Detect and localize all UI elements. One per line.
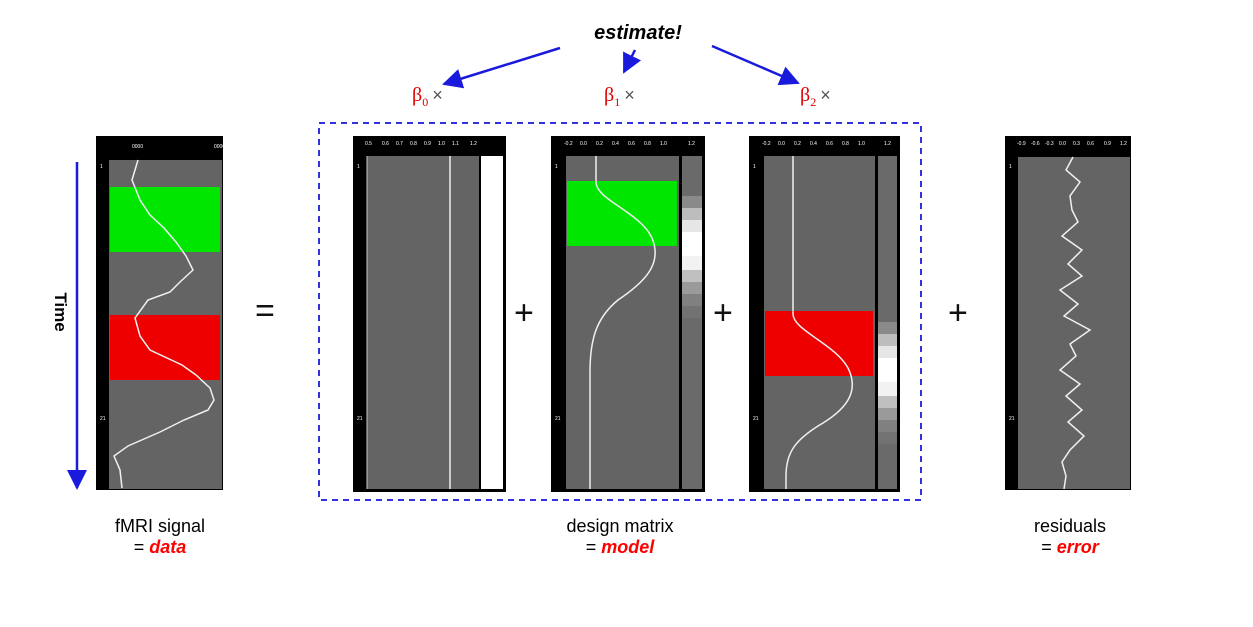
svg-text:-0.2: -0.2 (564, 141, 573, 147)
svg-text:1: 1 (100, 164, 103, 170)
regressor-curve (589, 156, 656, 489)
design-image-strip (878, 156, 897, 489)
regressor-curve (785, 156, 853, 489)
svg-text:21: 21 (357, 416, 363, 422)
svg-text:1.0: 1.0 (660, 141, 667, 147)
svg-text:0.2: 0.2 (794, 141, 801, 147)
red-block (765, 311, 873, 376)
svg-text:0.5: 0.5 (365, 141, 372, 147)
residuals-caption-emphasis: error (1056, 537, 1099, 557)
svg-text:0.3: 0.3 (1073, 141, 1080, 147)
fmri-caption-emphasis: data (149, 537, 187, 557)
residuals-caption: residuals = error (1000, 516, 1140, 558)
svg-text:0.8: 0.8 (410, 141, 417, 147)
beta-2-sub: 2 (810, 95, 817, 109)
svg-text:0.4: 0.4 (810, 141, 817, 147)
design-image-strip (682, 156, 702, 489)
design-column-1: -0.2 0.0 0.2 0.4 0.6 0.8 1.0 1.2 1 21 (551, 136, 705, 492)
time-label: Time (51, 292, 70, 332)
svg-text:21: 21 (753, 416, 759, 422)
svg-text:1.0: 1.0 (858, 141, 865, 147)
svg-text:-0.6: -0.6 (1031, 141, 1040, 147)
beta-2-times: × (820, 85, 831, 105)
svg-text:1: 1 (1009, 164, 1012, 170)
beta-1-sub: 1 (614, 95, 621, 109)
svg-text:0.6: 0.6 (628, 141, 635, 147)
svg-text:-0.2: -0.2 (762, 141, 771, 147)
fmri-ticks: 0000 0000 1 21 (100, 144, 225, 422)
fmri-caption-line1: fMRI signal (114, 516, 206, 536)
svg-text:0000: 0000 (132, 144, 143, 150)
beta-0-symbol: β (412, 84, 423, 106)
svg-text:0.8: 0.8 (644, 141, 651, 147)
svg-text:1.2: 1.2 (1120, 141, 1127, 147)
svg-text:0.7: 0.7 (396, 141, 403, 147)
design-column-0: 0.5 0.6 0.7 0.8 0.9 1.0 1.1 1.2 1 21 (353, 136, 506, 492)
svg-text:0.4: 0.4 (612, 141, 619, 147)
beta-1-symbol: β (604, 84, 615, 106)
svg-text:21: 21 (100, 416, 106, 422)
design-caption-line1: design matrix (566, 516, 674, 536)
beta-1-label: β1× (604, 84, 635, 110)
svg-text:-0.9: -0.9 (1017, 141, 1026, 147)
red-block (110, 315, 220, 380)
beta-2-label: β2× (800, 84, 831, 110)
residuals-caption-line2: = error (1041, 537, 1099, 557)
residuals-panel: -0.9 -0.6 -0.3 0.0 0.3 0.6 0.9 1.2 1 21 (1005, 136, 1131, 490)
svg-text:0.0: 0.0 (778, 141, 785, 147)
svg-text:0.0: 0.0 (1059, 141, 1066, 147)
svg-text:1: 1 (357, 164, 360, 170)
svg-text:1.0: 1.0 (438, 141, 445, 147)
residuals-timecourse (1058, 156, 1092, 490)
beta-1-times: × (624, 85, 635, 105)
design-caption-emphasis: model (601, 537, 655, 557)
fmri-caption-line2: = data (133, 537, 187, 557)
beta-2-symbol: β (800, 84, 811, 106)
arrow-to-beta0 (442, 46, 561, 89)
fmri-signal-caption: fMRI signal = data (90, 516, 230, 558)
estimate-label: estimate! (594, 22, 682, 44)
svg-text:-0.3: -0.3 (1045, 141, 1054, 147)
svg-text:1.2: 1.2 (688, 141, 695, 147)
arrow-to-beta1 (622, 49, 641, 74)
svg-text:21: 21 (555, 416, 561, 422)
svg-text:1: 1 (555, 164, 558, 170)
design-matrix-dashed-box (318, 122, 922, 501)
plus-operator-1: + (514, 294, 534, 332)
beta-0-times: × (432, 85, 443, 105)
svg-text:21: 21 (1009, 416, 1015, 422)
svg-text:0.9: 0.9 (424, 141, 431, 147)
design-caption-line2: = model (585, 537, 655, 557)
design-column-2: -0.2 0.0 0.2 0.4 0.6 0.8 1.0 1.2 1 21 (749, 136, 900, 492)
design-image-strip (481, 156, 503, 489)
svg-text:0.2: 0.2 (596, 141, 603, 147)
estimate-arrows (442, 44, 800, 89)
svg-text:0000: 0000 (214, 144, 225, 150)
plus-operator-3: + (948, 294, 968, 332)
residuals-caption-line1: residuals (1033, 516, 1107, 536)
equals-operator: = (255, 292, 275, 330)
svg-text:1.2: 1.2 (470, 141, 477, 147)
beta-0-sub: 0 (422, 95, 429, 109)
green-block (567, 181, 677, 246)
svg-text:0.6: 0.6 (1087, 141, 1094, 147)
svg-text:1.2: 1.2 (884, 141, 891, 147)
fmri-timecourse (113, 159, 215, 489)
svg-text:1.1: 1.1 (452, 141, 459, 147)
svg-text:0.6: 0.6 (826, 141, 833, 147)
arrow-to-beta2 (711, 44, 800, 86)
svg-text:0.8: 0.8 (842, 141, 849, 147)
design-matrix-caption: design matrix = model (520, 516, 720, 558)
svg-text:0.0: 0.0 (580, 141, 587, 147)
svg-text:0.9: 0.9 (1104, 141, 1111, 147)
svg-text:1: 1 (753, 164, 756, 170)
beta-0-label: β0× (412, 84, 443, 110)
green-block (110, 187, 220, 252)
fmri-signal-panel: 0000 0000 1 21 (96, 136, 225, 490)
svg-text:0.6: 0.6 (382, 141, 389, 147)
plus-operator-2: + (713, 294, 733, 332)
